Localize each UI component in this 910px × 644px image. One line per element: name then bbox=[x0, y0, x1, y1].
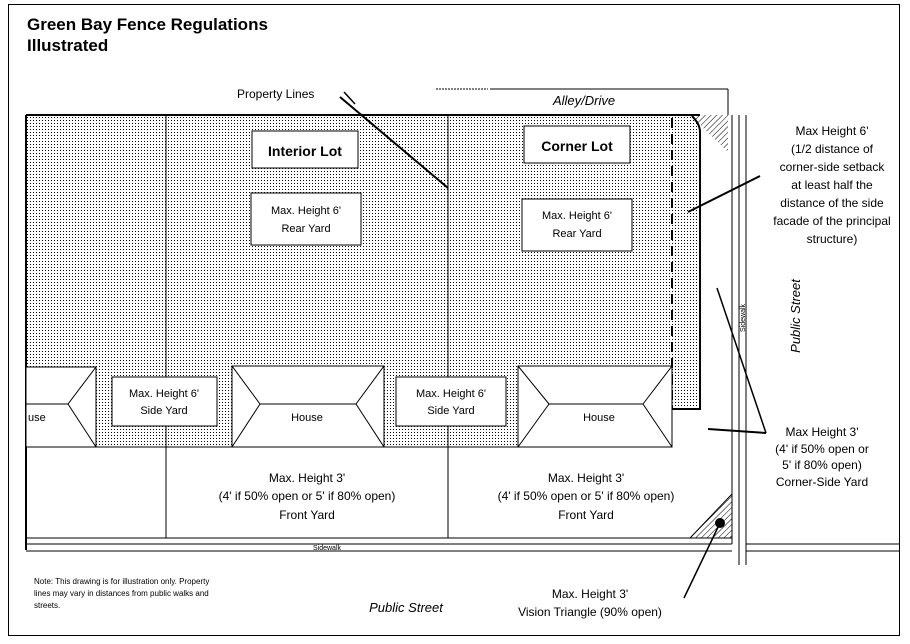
vision-triangle bbox=[688, 492, 733, 539]
interior-lot-label: Interior Lot bbox=[268, 143, 342, 159]
public-street-right-label: Public Street bbox=[788, 278, 803, 353]
corner-rear-yard-box: Max. Height 6' Rear Yard bbox=[521, 198, 633, 252]
alley-vision-triangle bbox=[690, 115, 728, 152]
corner-rear-note-line-5: distance of the side bbox=[780, 196, 884, 210]
house-interior-label: House bbox=[291, 412, 323, 424]
vision-triangle-leader bbox=[683, 522, 721, 599]
disclaimer-line-2: lines may vary in distances from public … bbox=[34, 589, 209, 598]
corner-front-yard: Max. Height 3' (4' if 50% open or 5' if … bbox=[498, 471, 675, 522]
vision-triangle-note: Max. Height 3' Vision Triangle (90% open… bbox=[518, 587, 662, 619]
property-lines-label: Property Lines bbox=[237, 87, 314, 101]
corner-rear-note-leader bbox=[687, 175, 761, 213]
corner-rear-note-line-1: Max Height 6' bbox=[796, 124, 869, 138]
interior-front-line-1: Max. Height 3' bbox=[269, 471, 345, 485]
corner-front-line-3: Front Yard bbox=[558, 508, 614, 522]
corner-rear-note-line-3: corner-side setback bbox=[780, 160, 886, 174]
diagram-title: Green Bay Fence Regulations Illustrated bbox=[27, 14, 268, 56]
house-interior: House bbox=[231, 365, 385, 448]
interior-side-yard-box: Max. Height 6' Side Yard bbox=[111, 376, 218, 427]
corner-lot-label: Corner Lot bbox=[541, 138, 613, 154]
sidewalk-right-label: Sidewalk bbox=[740, 303, 747, 332]
interior-rear-yard bbox=[26, 115, 448, 367]
property-lines-leader-1 bbox=[339, 96, 449, 189]
alley-label: Alley/Drive bbox=[552, 93, 615, 108]
corner-side-note-line-2: (4' if 50% open or bbox=[775, 442, 869, 456]
interior-front-line-3: Front Yard bbox=[279, 508, 335, 522]
corner-side-setback-strip bbox=[672, 367, 700, 409]
title-line-1: Green Bay Fence Regulations bbox=[27, 15, 268, 34]
corner-side-note-line-4: Corner-Side Yard bbox=[776, 475, 868, 489]
house-left-partial: use bbox=[25, 366, 97, 448]
house-corner: House bbox=[517, 365, 673, 448]
interior-lot-box: Interior Lot bbox=[251, 130, 359, 169]
corner-side-line-2: Side Yard bbox=[427, 405, 474, 417]
sidewalk-bottom-label: Sidewalk bbox=[313, 545, 342, 552]
corner-rear-note-line-6: facade of the principal bbox=[773, 214, 890, 228]
corner-side-note-leader-2 bbox=[707, 428, 767, 434]
house-left-label: use bbox=[28, 412, 46, 424]
disclaimer-line-1: Note: This drawing is for illustration o… bbox=[34, 577, 209, 586]
vision-note-line-2: Vision Triangle (90% open) bbox=[518, 605, 662, 619]
title-line-2: Illustrated bbox=[27, 36, 109, 55]
interior-rear-yard-box: Max. Height 6' Rear Yard bbox=[250, 192, 362, 246]
interior-front-line-2: (4' if 50% open or 5' if 80% open) bbox=[219, 489, 396, 503]
interior-front-yard: Max. Height 3' (4' if 50% open or 5' if … bbox=[219, 471, 396, 522]
corner-fence-line bbox=[672, 115, 701, 410]
corner-side-yard-box: Max. Height 6' Side Yard bbox=[395, 376, 507, 427]
interior-rear-line-2: Rear Yard bbox=[281, 223, 330, 235]
corner-lot-box: Corner Lot bbox=[523, 125, 631, 164]
interior-side-line-2: Side Yard bbox=[140, 405, 187, 417]
vision-note-line-1: Max. Height 3' bbox=[552, 587, 628, 601]
disclaimer-note: Note: This drawing is for illustration o… bbox=[34, 577, 209, 610]
interior-rear-line-1: Max. Height 6' bbox=[271, 205, 341, 217]
corner-side-note-leader-1 bbox=[716, 287, 767, 434]
corner-rear-line-2: Rear Yard bbox=[552, 228, 601, 240]
interior-side-line-1: Max. Height 6' bbox=[129, 388, 199, 400]
corner-side-note-line-1: Max Height 3' bbox=[786, 425, 859, 439]
corner-rear-note-line-4: at least half the bbox=[791, 178, 873, 192]
property-lines-leader-2 bbox=[343, 91, 356, 105]
corner-front-line-2: (4' if 50% open or 5' if 80% open) bbox=[498, 489, 675, 503]
diagram-frame bbox=[8, 4, 900, 636]
corner-rear-note-line-7: structure) bbox=[807, 232, 858, 246]
corner-rear-line-1: Max. Height 6' bbox=[542, 210, 612, 222]
corner-rear-note: Max Height 6' (1/2 distance of corner-si… bbox=[773, 124, 890, 246]
corner-side-yard-note: Max Height 3' (4' if 50% open or 5' if 8… bbox=[775, 425, 869, 489]
house-corner-label: House bbox=[583, 412, 615, 424]
corner-front-line-1: Max. Height 3' bbox=[548, 471, 624, 485]
public-street-bottom-label: Public Street bbox=[369, 600, 444, 615]
corner-rear-note-line-2: (1/2 distance of bbox=[791, 142, 874, 156]
corner-side-line-1: Max. Height 6' bbox=[416, 388, 486, 400]
disclaimer-line-3: streets. bbox=[34, 601, 60, 610]
corner-side-note-line-3: 5' if 80% open) bbox=[782, 458, 862, 472]
